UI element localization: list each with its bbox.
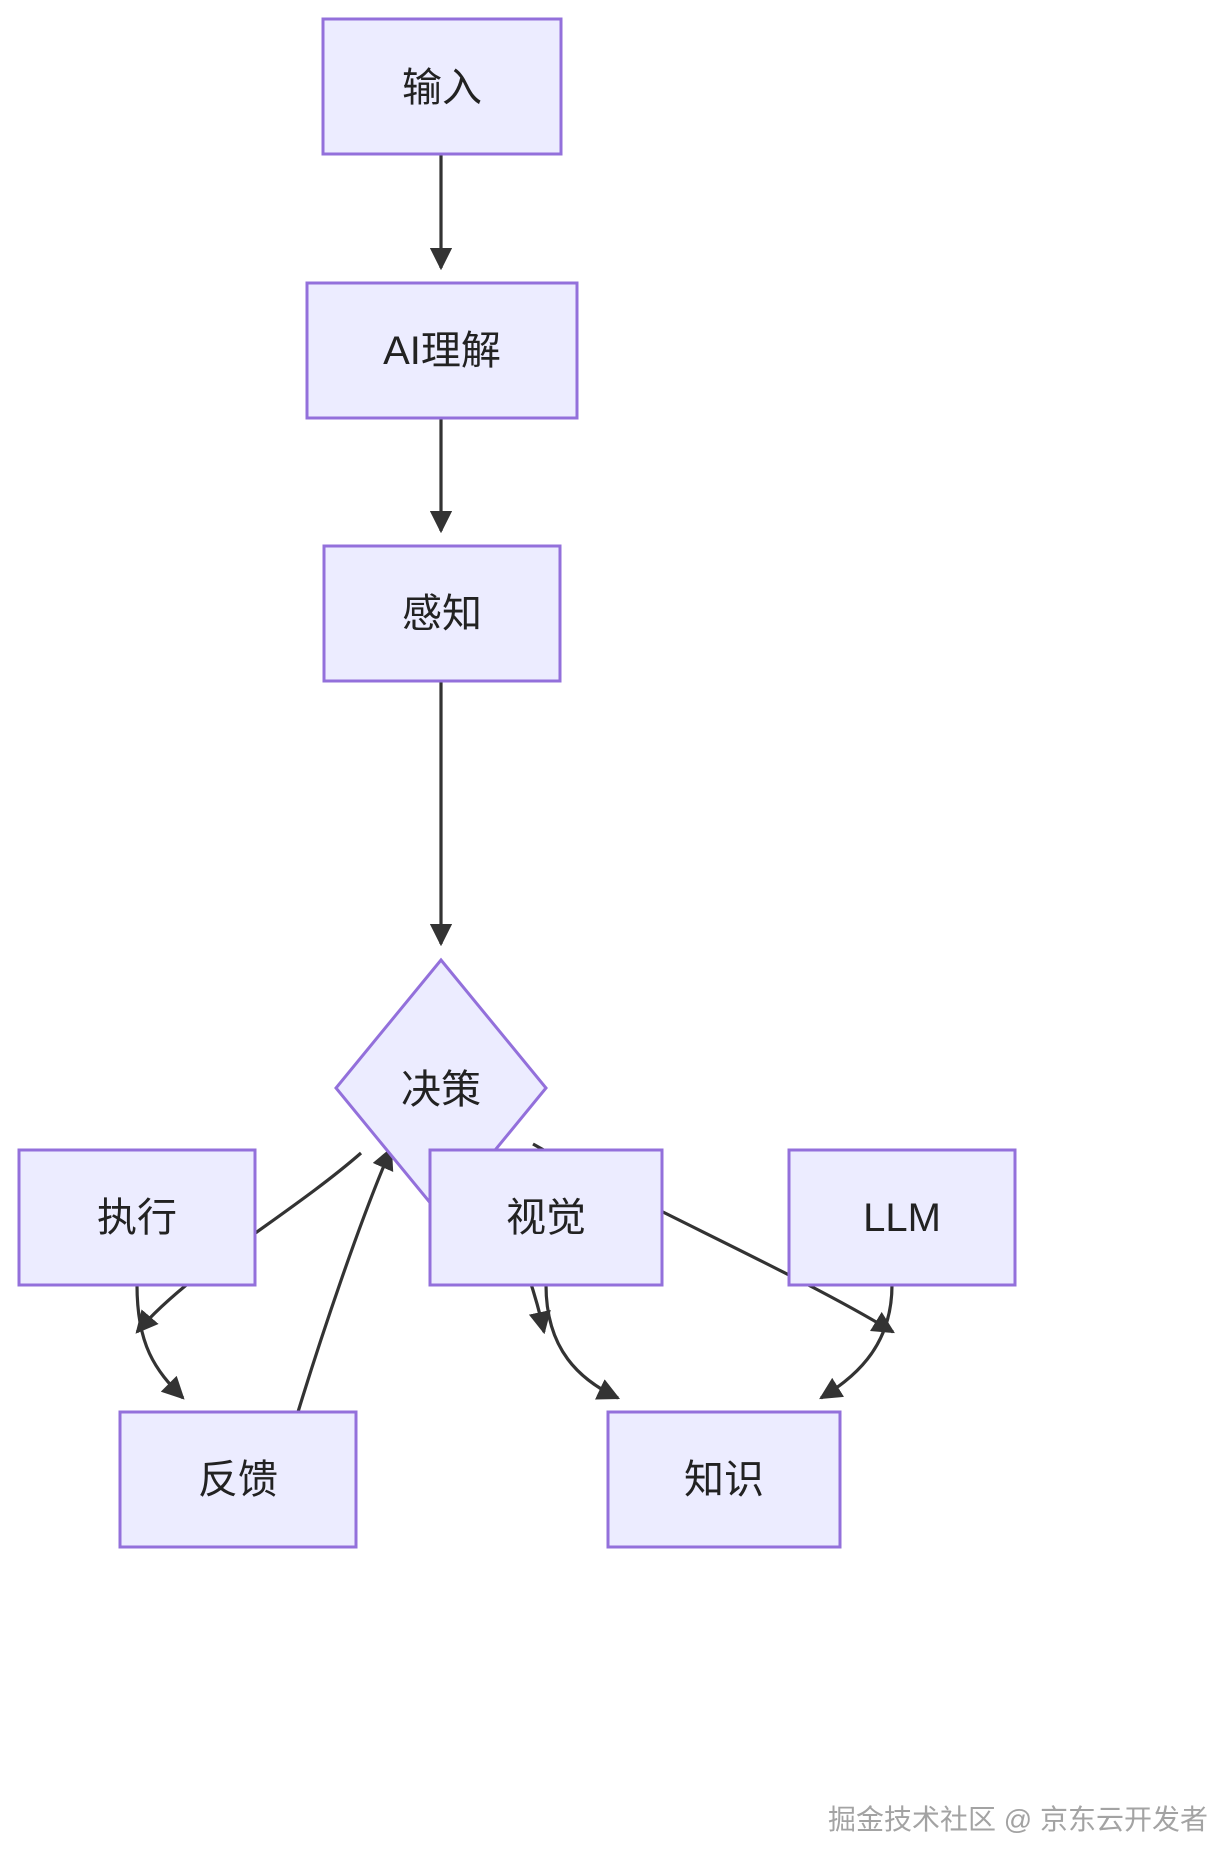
node-decision-label: 决策 (401, 1068, 481, 1112)
node-ai-understanding-shape[interactable] (305, 281, 579, 420)
node-llm-shape[interactable] (787, 1148, 1017, 1287)
node-execute-shape[interactable] (17, 1148, 257, 1287)
edge-llm-to-knowledge (819, 1284, 894, 1400)
edge-feedback-to-decision (296, 1146, 394, 1413)
node-llm-label: LLM (863, 1196, 941, 1240)
node-perception[interactable]: 感知 (322, 544, 562, 683)
node-feedback-shape[interactable] (118, 1410, 358, 1549)
node-perception-shape[interactable] (322, 544, 562, 683)
edge-execute-to-feedback (135, 1284, 185, 1400)
node-knowledge-shape[interactable] (606, 1410, 842, 1549)
node-input-label: 输入 (402, 66, 482, 110)
node-input-shape[interactable] (321, 17, 563, 156)
edge-vision-to-knowledge (544, 1284, 621, 1400)
node-feedback-label: 反馈 (198, 1458, 278, 1502)
node-vision-shape[interactable] (428, 1148, 664, 1287)
node-perception-label: 感知 (402, 592, 482, 636)
nodes-layer: 输入 AI理解 感知 决策 执行 (17, 17, 1017, 1549)
node-input[interactable]: 输入 (321, 17, 563, 156)
node-feedback[interactable]: 反馈 (118, 1410, 358, 1549)
node-llm[interactable]: LLM (787, 1148, 1017, 1287)
node-ai-understanding-label: AI理解 (383, 329, 501, 373)
node-ai-understanding[interactable]: AI理解 (305, 281, 579, 420)
node-knowledge-label: 知识 (684, 1458, 764, 1502)
node-knowledge[interactable]: 知识 (606, 1410, 842, 1549)
watermark-label: 掘金技术社区 @ 京东云开发者 (828, 1804, 1208, 1835)
node-execute[interactable]: 执行 (17, 1148, 257, 1287)
node-vision-label: 视觉 (506, 1196, 586, 1240)
node-vision[interactable]: 视觉 (428, 1148, 664, 1287)
node-execute-label: 执行 (97, 1196, 177, 1240)
